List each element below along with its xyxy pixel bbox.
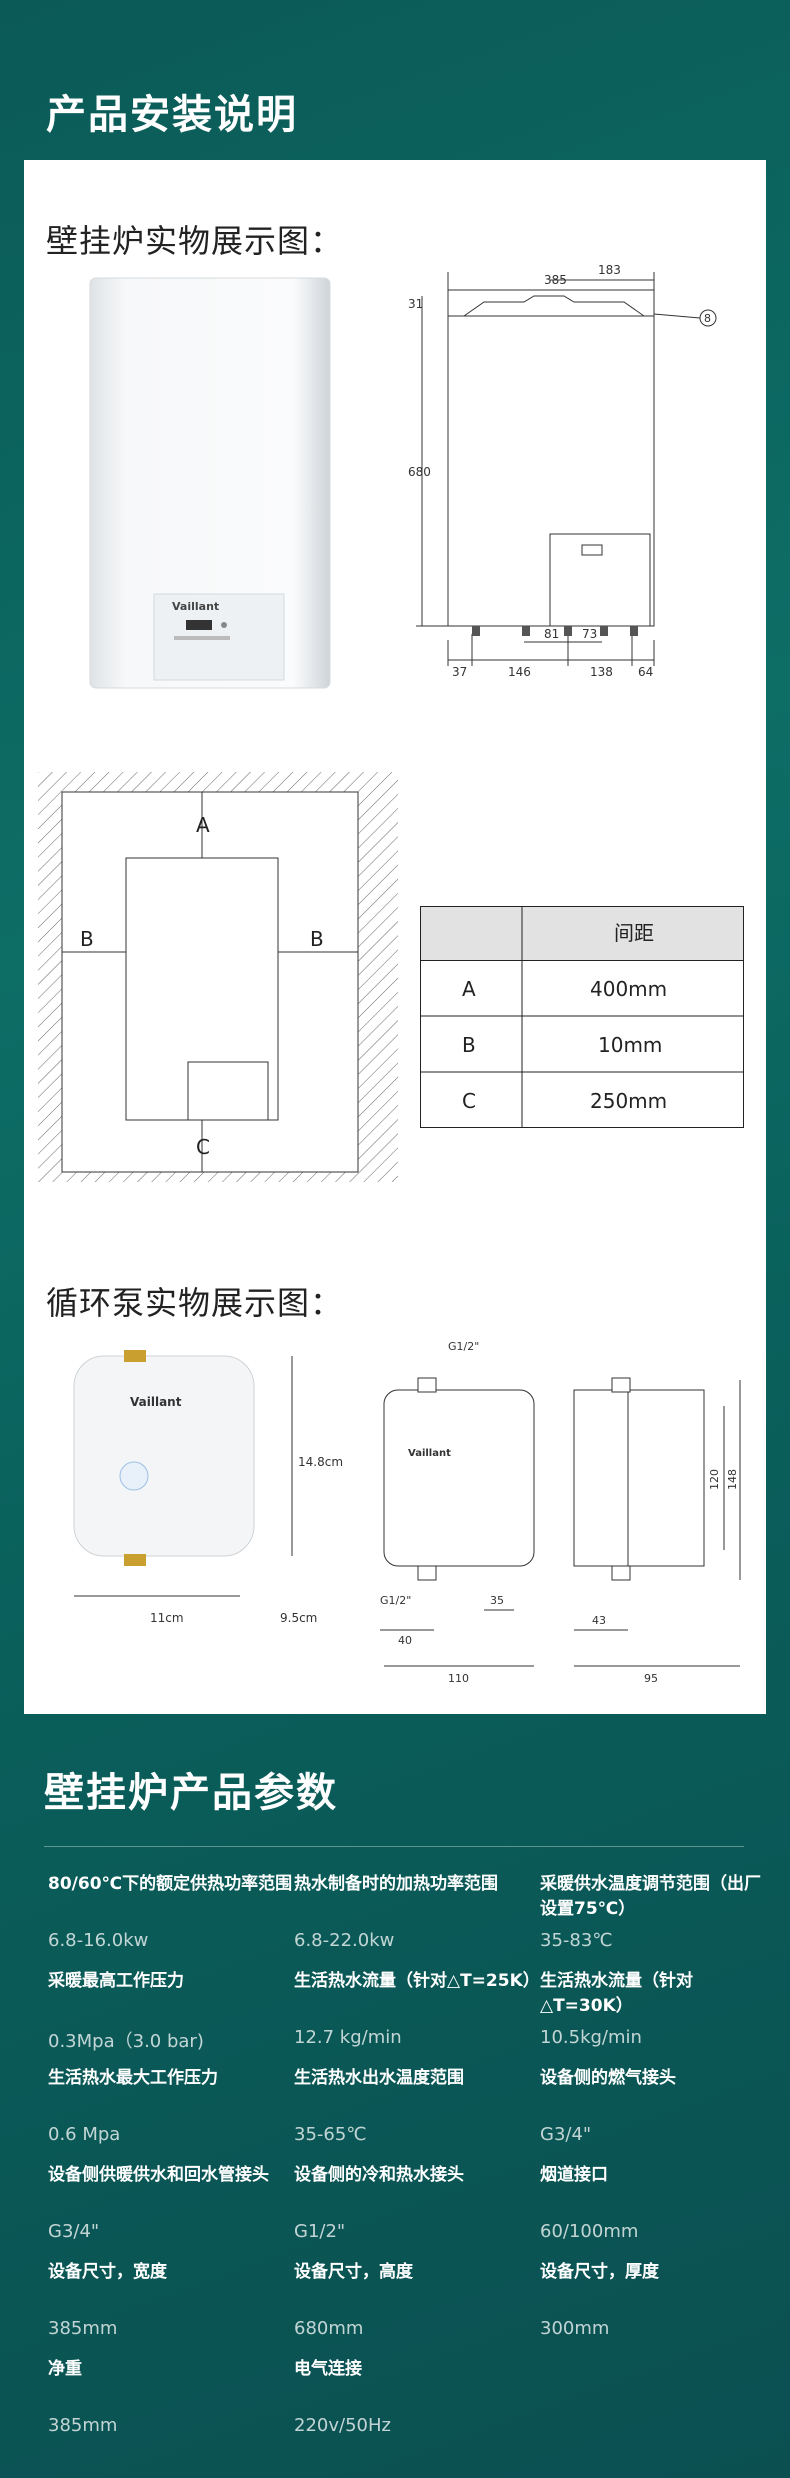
pump-front-drawing: Vaillant G1/2" G1/2" 40 35 110 bbox=[380, 1340, 535, 1685]
pump-height: 14.8cm bbox=[298, 1455, 343, 1469]
table-row-b-key: B bbox=[462, 1033, 476, 1057]
table-row-b-value: 10mm bbox=[598, 1033, 662, 1057]
clearance-label-b-right: B bbox=[310, 927, 324, 951]
dim-half: 183 bbox=[598, 263, 621, 277]
table-row-a-value: 400mm bbox=[590, 977, 667, 1001]
dim-height: 680 bbox=[408, 465, 431, 479]
params-title: 壁挂炉产品参数 bbox=[44, 1770, 338, 1816]
pump-brand: Vaillant bbox=[130, 1395, 182, 1409]
side-dim-depth: 43 bbox=[592, 1614, 606, 1627]
boiler-dimension-drawing: 385 183 31 680 8 81 73 37 146 138 64 bbox=[408, 263, 717, 679]
clearance-label-a: A bbox=[196, 813, 210, 837]
params-divider bbox=[44, 1846, 744, 1847]
clearance-label-b-left: B bbox=[80, 927, 94, 951]
installation-card: 壁挂炉实物展示图： Vaillant bbox=[24, 160, 766, 1714]
dim-top: 31 bbox=[408, 297, 423, 311]
boiler-photo: Vaillant bbox=[89, 277, 331, 689]
clearance-diagram: A B B C bbox=[38, 772, 398, 1182]
pump-photo: Vaillant 14.8cm 11cm 9.5cm bbox=[73, 1350, 343, 1625]
clearance-label-c: C bbox=[196, 1135, 210, 1159]
side-dim-h2: 148 bbox=[726, 1469, 739, 1490]
pump-front-brand: Vaillant bbox=[408, 1448, 451, 1459]
param-item: 生活热水流量（针对△T=25K）12.7 kg/min bbox=[294, 1971, 540, 2048]
front-dim-left: 40 bbox=[398, 1634, 412, 1647]
pump-depth: 9.5cm bbox=[280, 1611, 317, 1625]
boiler-brand: Vaillant bbox=[172, 600, 219, 613]
pump-side-drawing: 120 148 43 95 bbox=[573, 1377, 741, 1685]
dim-left: 37 bbox=[452, 665, 467, 679]
table-header: 间距 bbox=[614, 921, 654, 945]
table-row-c-key: C bbox=[462, 1089, 476, 1113]
pump-section-title: 循环泵实物展示图： bbox=[46, 1284, 344, 1322]
page-title: 产品安装说明 bbox=[46, 92, 298, 138]
dim-mid: 146 bbox=[508, 665, 531, 679]
thread-top: G1/2" bbox=[448, 1340, 479, 1353]
dim-right: 64 bbox=[638, 665, 653, 679]
param-item: 采暖供水温度调节范围（出厂设置75℃）35-83℃ bbox=[540, 1874, 761, 1951]
dim-width: 385 bbox=[544, 273, 567, 287]
table-row-a-key: A bbox=[462, 977, 476, 1001]
dim-gap2: 73 bbox=[582, 627, 597, 641]
param-item: 生活热水流量（针对△T=30K）10.5kg/min bbox=[540, 1971, 693, 2048]
boiler-section-title: 壁挂炉实物展示图： bbox=[46, 222, 344, 260]
front-dim-right: 35 bbox=[490, 1594, 504, 1607]
dim-callout: 8 bbox=[704, 312, 711, 325]
thread-bottom: G1/2" bbox=[380, 1594, 411, 1607]
pump-width: 11cm bbox=[150, 1611, 184, 1625]
dim-mid2: 138 bbox=[590, 665, 613, 679]
dim-gap1: 81 bbox=[544, 627, 559, 641]
side-dim-h1: 120 bbox=[708, 1469, 721, 1490]
side-dim-total: 95 bbox=[644, 1672, 658, 1685]
front-dim-total: 110 bbox=[448, 1672, 469, 1685]
clearance-table: 间距 A 400mm B 10mm C 250mm bbox=[420, 906, 744, 1128]
table-row-c-value: 250mm bbox=[590, 1089, 667, 1113]
